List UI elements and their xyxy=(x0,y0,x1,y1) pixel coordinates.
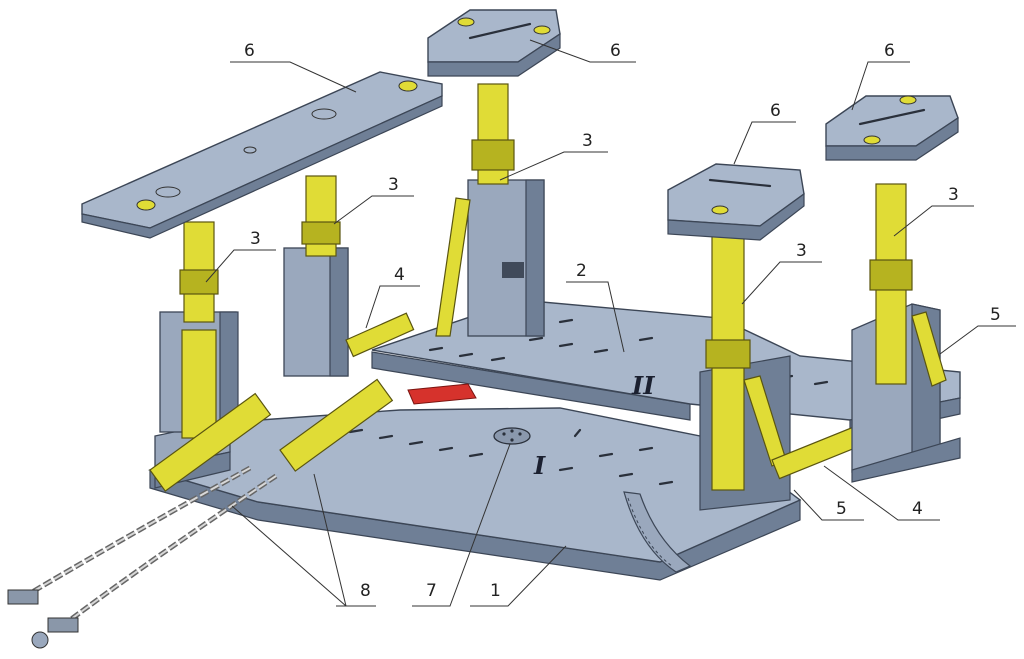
cylinder-4-left xyxy=(345,312,415,358)
curved-guide xyxy=(623,491,692,573)
callout-6-right-front: 6 xyxy=(770,101,781,121)
callout-3-left-rear: 3 xyxy=(388,175,399,195)
callouts: 6 6 6 6 3 3 3 3 3 2 4 4 5 5 xyxy=(205,39,1016,607)
frame-ii-slots xyxy=(428,318,829,386)
callout-3-right-rear: 3 xyxy=(948,185,959,205)
red-marker xyxy=(407,383,477,405)
beam-cap xyxy=(81,71,443,229)
section-i-label: I xyxy=(533,451,546,480)
callout-1: 1 xyxy=(490,581,501,601)
callout-3-rear: 3 xyxy=(582,131,593,151)
callout-2: 2 xyxy=(576,261,587,281)
rear-strut xyxy=(435,197,471,337)
callout-5-lower: 5 xyxy=(836,499,847,519)
section-ii-label: II xyxy=(631,371,655,400)
callout-6-rear: 6 xyxy=(610,41,621,61)
rear-support xyxy=(427,9,561,337)
chain-hook-upper xyxy=(7,589,39,605)
callout-6-beam: 6 xyxy=(244,41,255,61)
callout-5-right: 5 xyxy=(990,305,1001,325)
callout-4-right: 4 xyxy=(912,499,923,519)
cylinder-8-right xyxy=(279,378,394,472)
callout-7: 7 xyxy=(426,581,437,601)
tow-chains xyxy=(7,465,278,649)
frame-i-slots xyxy=(348,428,674,486)
left-beam-support xyxy=(81,71,443,492)
right-rear-strut xyxy=(911,311,947,387)
right-rear-support xyxy=(825,95,961,483)
callout-3-left-front: 3 xyxy=(250,229,261,249)
pivot-hole xyxy=(493,427,531,445)
chain-hook-lower xyxy=(47,617,79,633)
callout-3-right-front: 3 xyxy=(796,241,807,261)
red-marker-plate xyxy=(407,383,477,405)
callout-8: 8 xyxy=(360,581,371,601)
callout-4-left: 4 xyxy=(394,265,405,285)
cylinder-8-left xyxy=(149,392,272,492)
callout-6-right-rear: 6 xyxy=(884,41,895,61)
